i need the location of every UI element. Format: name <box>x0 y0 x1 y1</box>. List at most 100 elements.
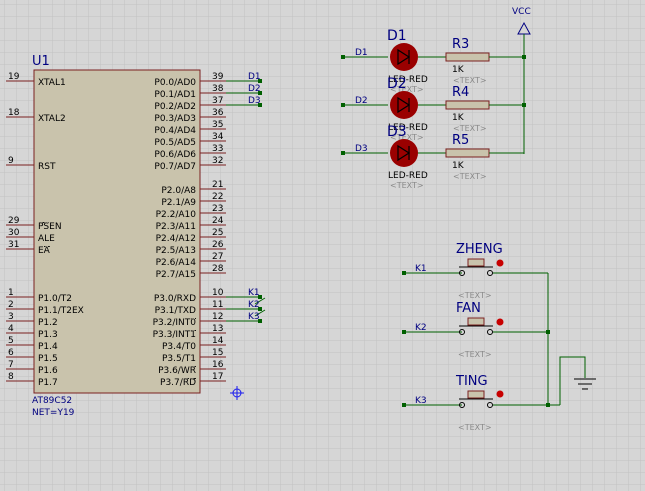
pin-number: 5 <box>8 336 14 346</box>
pin-number: 16 <box>212 360 224 370</box>
pin-number: 25 <box>212 228 223 238</box>
led-text-placeholder: <TEXT> <box>390 181 424 190</box>
led-body-icon <box>390 91 418 119</box>
resistor-ref-label: R3 <box>452 37 469 52</box>
button-indicator-icon <box>496 259 504 267</box>
net-label-k3: K3 <box>248 312 260 322</box>
pin-name: P1.2 <box>38 318 58 328</box>
button-text-placeholder: <TEXT> <box>458 291 492 300</box>
pin-name: P0.3/AD3 <box>154 114 196 124</box>
chip-pin-7[interactable]: 7P1.6 <box>6 360 58 376</box>
pin-number: 35 <box>212 120 223 130</box>
ground-icon[interactable] <box>574 378 596 390</box>
chip-pin-8[interactable]: 8P1.7 <box>6 372 58 388</box>
pin-number: 18 <box>8 108 20 118</box>
pin-name: EA <box>38 246 51 256</box>
pin-number: 1 <box>8 288 14 298</box>
pin-name: P2.1/A9 <box>161 198 196 208</box>
pin-name: P0.0/AD0 <box>154 78 196 88</box>
pin-number: 9 <box>8 156 14 166</box>
pin-name: P2.2/A10 <box>156 210 197 220</box>
pin-name: RST <box>38 162 56 172</box>
chip-pin-5[interactable]: 5P1.4 <box>6 336 58 352</box>
led-net-label: D3 <box>355 144 368 154</box>
chip-pin-3[interactable]: 3P1.2 <box>6 312 58 328</box>
button-cap <box>467 258 485 267</box>
chip-pin-1[interactable]: 1P1.0/T2 <box>6 288 72 304</box>
led-row-2[interactable]: D2 D2 LED-RED <TEXT> R4 1K <TEXT> <box>341 76 526 142</box>
pin-name: P3.2/INT0 <box>153 318 197 328</box>
chip-output-junctions <box>258 79 262 323</box>
vcc-power-terminal[interactable]: VCC <box>512 7 531 154</box>
pin-name: P2.4/A12 <box>156 234 196 244</box>
pin-number: 36 <box>212 108 224 118</box>
led-net-label: D2 <box>355 96 368 106</box>
chip-pin-6[interactable]: 6P1.5 <box>6 348 58 364</box>
microcontroller-u1[interactable]: U1 19XTAL118XTAL29RST29PSEN30ALE31EA1P1.… <box>6 54 226 418</box>
button-ref-label: TING <box>455 374 488 389</box>
button-ting[interactable]: TING K3 <TEXT> <box>402 374 560 432</box>
chip-net-label: NET=Y19 <box>32 408 75 418</box>
led-diode-symbol-icon <box>397 96 411 114</box>
pin-number: 8 <box>8 372 14 382</box>
pin-name: P1.0/T2 <box>38 294 72 304</box>
button-text-placeholder: <TEXT> <box>458 350 492 359</box>
resistor-value-label: 1K <box>452 113 465 123</box>
led-row-1[interactable]: D1 D1 LED-RED <TEXT> R3 1K <TEXT> <box>341 28 526 94</box>
pin-name: P3.6/WR <box>158 366 196 376</box>
led-text-placeholder: <TEXT> <box>390 85 424 94</box>
pin-name: PSEN <box>38 222 62 232</box>
chip-pin-4[interactable]: 4P1.3 <box>6 324 58 340</box>
pin-name: ALE <box>38 234 55 244</box>
pin-number: 21 <box>212 180 223 190</box>
resistor-ref-label: R4 <box>452 85 469 100</box>
chip-body[interactable] <box>33 69 201 394</box>
pin-name: P1.1/T2EX <box>38 306 84 316</box>
button-ref-label: ZHENG <box>456 242 503 257</box>
button-zheng[interactable]: ZHENG K1 <TEXT> <box>402 242 548 300</box>
button-indicator-icon <box>496 390 504 398</box>
chip-pin-2[interactable]: 2P1.1/T2EX <box>6 300 84 316</box>
pin-name: P2.5/A13 <box>156 246 196 256</box>
led-row-3[interactable]: D3 D3 LED-RED <TEXT> R5 1K <TEXT> <box>341 124 524 190</box>
led-net-label: D1 <box>355 48 368 58</box>
pin-number: 2 <box>8 300 14 310</box>
pin-name: P0.5/AD5 <box>154 138 196 148</box>
led-value-label: LED-RED <box>388 123 428 133</box>
chip-output-wires <box>226 80 266 322</box>
pin-name: P3.5/T1 <box>162 354 196 364</box>
pin-number: 11 <box>212 300 223 310</box>
